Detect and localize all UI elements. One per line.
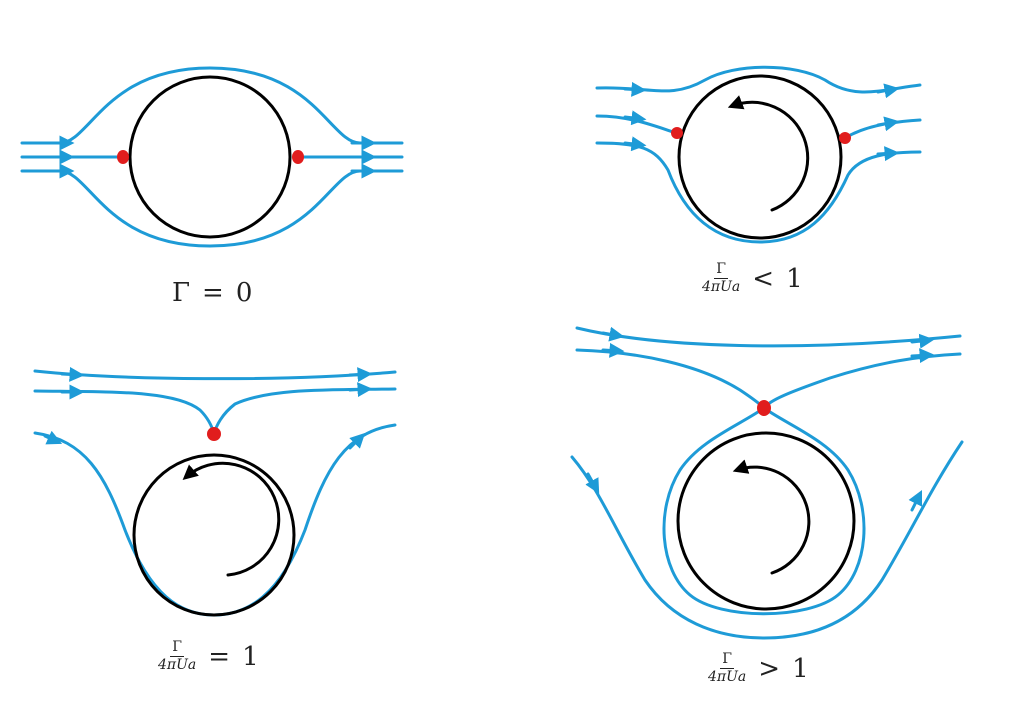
label-rhs: 1: [786, 263, 803, 294]
fraction-denominator: 4πUa: [702, 279, 741, 296]
fraction-numerator: Γ: [714, 261, 728, 280]
stagnation-point: [207, 427, 221, 441]
label-operator: =: [202, 278, 224, 308]
label-ratio-greater-than-one: Γ 4πUa > 1: [708, 651, 809, 686]
label-rhs: 1: [242, 641, 259, 672]
panel-ratio-greater-than-one: [570, 326, 964, 640]
label-operator: =: [208, 641, 231, 672]
streamline-lower: [33, 423, 397, 617]
stagnation-point: [117, 150, 129, 164]
flow-arrows: [585, 326, 935, 512]
fraction-numerator: Γ: [720, 651, 734, 670]
circulation-arrow: [182, 461, 281, 577]
flow-arrows: [43, 366, 373, 450]
dividing-streamline: [575, 348, 962, 410]
label-ratio-less-than-one: Γ 4πUa < 1: [702, 261, 803, 296]
ratio-fraction: Γ 4πUa: [158, 639, 197, 674]
label-operator: <: [752, 263, 775, 294]
streamline-top: [575, 326, 962, 348]
stagnation-point: [292, 150, 304, 164]
streamline-lower: [570, 440, 964, 640]
stagnation-point: [839, 132, 851, 144]
streamline-lower: [595, 141, 922, 244]
stagnation-point: [671, 127, 683, 139]
ratio-fraction: Γ 4πUa: [702, 261, 741, 296]
cylinder: [676, 431, 856, 611]
fraction-denominator: 4πUa: [158, 657, 197, 674]
streamline-lower: [20, 169, 404, 248]
label-lhs: Γ: [172, 278, 191, 308]
cylinder: [132, 453, 296, 617]
fraction-denominator: 4πUa: [708, 669, 747, 686]
label-operator: >: [758, 653, 781, 684]
panel-gamma-zero: [20, 66, 404, 248]
label-rhs: 1: [792, 653, 809, 684]
circulation-arrow: [727, 95, 810, 212]
streamline-upper: [20, 66, 404, 145]
cylinder: [677, 74, 843, 240]
separatrix-loop: [662, 406, 866, 616]
circulation-arrow: [732, 459, 811, 575]
flow-arrows: [623, 81, 900, 162]
streamline-top: [33, 369, 397, 381]
label-gamma-zero: Γ = 0: [172, 278, 252, 308]
ratio-fraction: Γ 4πUa: [708, 651, 747, 686]
fraction-numerator: Γ: [170, 639, 184, 658]
cylinder: [128, 75, 292, 239]
panel-ratio-less-than-one: [595, 65, 922, 244]
flow-arrows: [50, 135, 377, 179]
label-ratio-equal-one: Γ 4πUa = 1: [158, 639, 259, 674]
label-rhs: 0: [235, 278, 253, 308]
streamline-upper: [595, 65, 922, 94]
stagnation-point: [757, 400, 771, 416]
panel-ratio-equal-one: [33, 366, 397, 617]
